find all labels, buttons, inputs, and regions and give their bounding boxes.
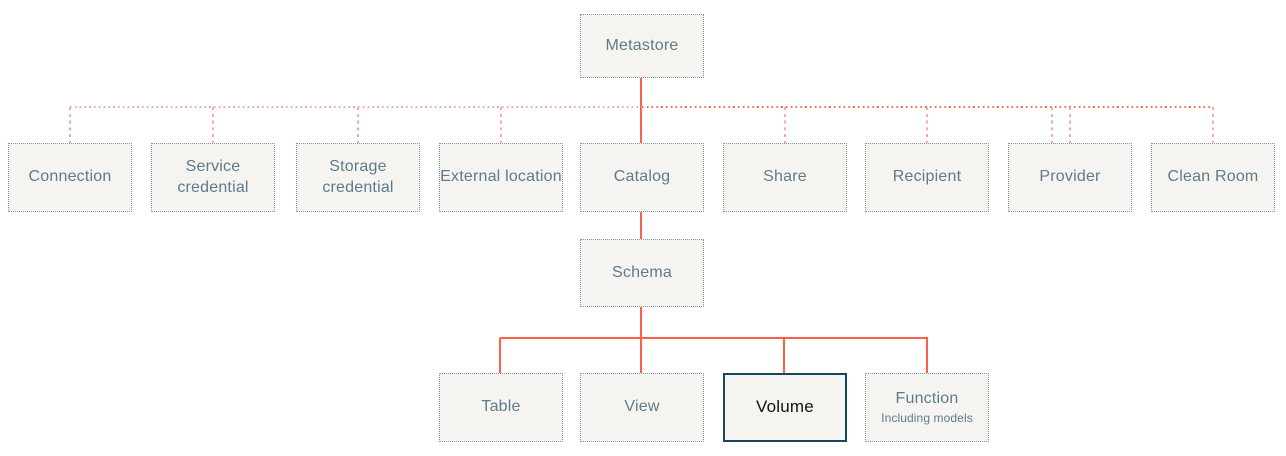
node-label: Catalog [613, 168, 671, 186]
node-label: Metastore [605, 36, 679, 54]
node-label: Storage credential [322, 157, 394, 196]
connector-top-drop-8 [1212, 107, 1214, 143]
node-metastore: Metastore [580, 14, 704, 78]
connector-top-drop-5 [926, 107, 928, 143]
node-storage-credential: Storage credential [296, 143, 420, 212]
connector-top-drop-1 [212, 107, 214, 143]
connector-top-drop-0 [69, 107, 71, 143]
connector-schema-stem [640, 307, 642, 338]
node-schema: Schema [580, 239, 704, 307]
node-label: Table [481, 398, 521, 416]
node-external-location: External location [439, 143, 563, 212]
node-label: Share [763, 168, 807, 186]
node-label: Recipient [892, 168, 962, 186]
connector-top-drop-7 [1069, 107, 1071, 143]
node-provider: Provider [1008, 143, 1132, 212]
node-label: Connection [28, 168, 112, 186]
node-volume: Volume [723, 373, 847, 442]
node-clean-room: Clean Room [1151, 143, 1275, 212]
connector-bottom-drop-1 [640, 338, 642, 373]
connector-top-drop-4 [784, 107, 786, 143]
node-recipient: Recipient [865, 143, 989, 212]
node-catalog: Catalog [580, 143, 704, 212]
connector-metastore-stem [640, 78, 642, 144]
node-label: Service credential [177, 157, 249, 196]
node-label: Provider [1039, 168, 1101, 186]
connector-catalog-to-schema [640, 212, 642, 239]
node-label: Volume [756, 397, 814, 417]
node-view: View [580, 373, 704, 442]
node-connection: Connection [8, 143, 132, 212]
node-label: External location [440, 168, 562, 186]
connector-schema-children-rail [500, 337, 928, 339]
node-label: View [624, 398, 660, 416]
node-label: Schema [612, 263, 672, 281]
connector-bottom-drop-0 [499, 338, 501, 373]
node-label: Function [895, 389, 959, 407]
connector-top-drop-2 [357, 107, 359, 143]
connector-top-drop-3 [500, 107, 502, 143]
connector-bottom-drop-2 [783, 338, 785, 373]
node-share: Share [723, 143, 847, 212]
node-label: Clean Room [1167, 168, 1259, 186]
connector-top-drop-6 [1051, 107, 1053, 143]
node-table: Table [439, 373, 563, 442]
connector-bottom-drop-3 [926, 338, 928, 373]
node-service-credential: Service credential [151, 143, 275, 212]
node-sublabel: Including models [881, 410, 973, 425]
connector-top-rail-left [70, 106, 642, 108]
